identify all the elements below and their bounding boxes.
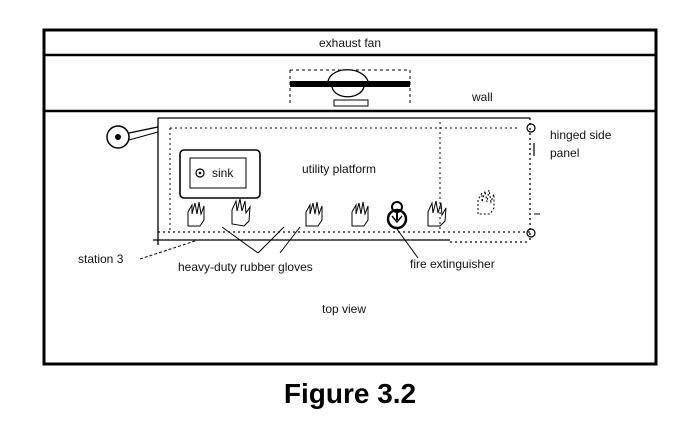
fire-extinguisher-leader <box>396 228 419 259</box>
glove-icon <box>187 201 205 227</box>
outlet-icon <box>106 125 159 149</box>
exhaust-fan-label: exhaust fan <box>319 36 381 50</box>
drain-icon <box>195 168 205 178</box>
wall-label: wall <box>471 90 493 104</box>
glove-icon <box>231 198 251 227</box>
gloves-leader <box>221 226 301 254</box>
exhaust-fan-unit <box>289 69 411 107</box>
glove-icon <box>427 200 447 227</box>
utility-platform <box>153 117 531 245</box>
utility-platform-label: utility platform <box>302 162 376 176</box>
hinged-side-panel-label-line2: panel <box>550 146 579 160</box>
glove-icon <box>305 201 323 227</box>
glove-icon <box>477 189 495 215</box>
fire-extinguisher-label: fire extinguisher <box>410 257 495 271</box>
fire-extinguisher-icon <box>386 201 408 230</box>
figure-caption: Figure 3.2 <box>283 378 417 409</box>
outer-frame <box>42 28 658 366</box>
station-leader <box>139 239 199 260</box>
top-view-label: top view <box>322 302 366 316</box>
top-view-diagram: exhaust fan wall utility platform hinged… <box>42 28 658 366</box>
hinged-side-panel <box>526 123 540 238</box>
sink-label: sink <box>212 166 234 180</box>
hinged-side-panel-label-line1: hinged side <box>550 128 612 142</box>
gloves-label: heavy-duty rubber gloves <box>178 260 313 274</box>
glove-icon <box>351 201 369 227</box>
station-label: station 3 <box>78 252 124 266</box>
sink <box>179 149 261 199</box>
